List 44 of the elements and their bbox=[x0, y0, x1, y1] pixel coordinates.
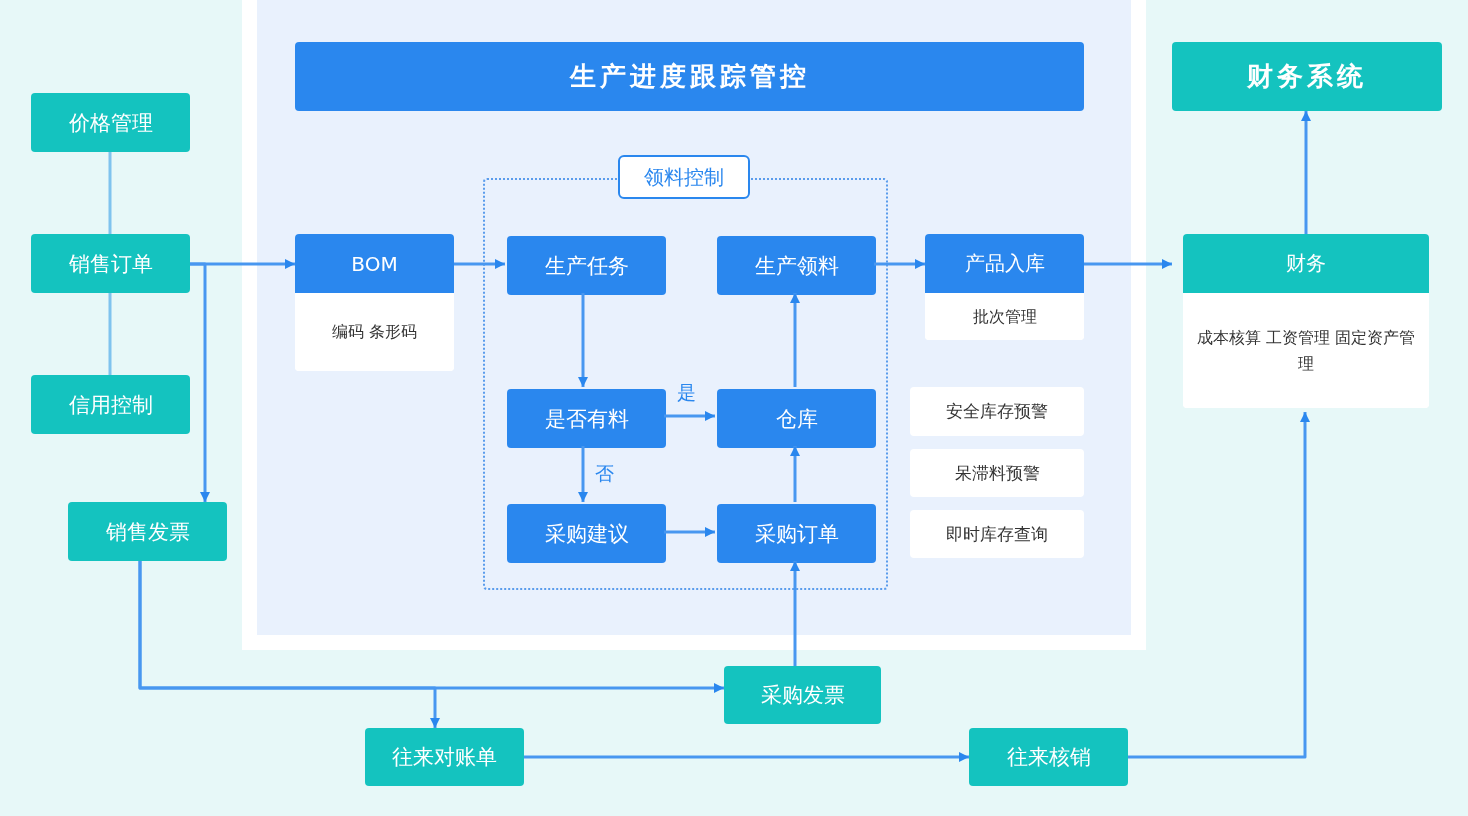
title-bar: 财务系统 bbox=[1172, 42, 1442, 111]
process-box: 往来对账单 bbox=[365, 728, 524, 786]
process-card bbox=[295, 234, 454, 371]
process-card bbox=[925, 234, 1084, 340]
connector-line bbox=[108, 152, 112, 234]
arrow bbox=[664, 411, 715, 421]
arrow bbox=[1301, 111, 1311, 234]
edge-label: 否 bbox=[593, 462, 616, 484]
arrow bbox=[874, 259, 925, 269]
arrow bbox=[578, 446, 588, 502]
arrow bbox=[790, 561, 800, 666]
process-box: 生产领料 bbox=[717, 236, 876, 295]
card-header: 产品入库 bbox=[925, 234, 1084, 293]
process-box: 信用控制 bbox=[31, 375, 190, 434]
arrow bbox=[1084, 259, 1172, 269]
process-box: 销售订单 bbox=[31, 234, 190, 293]
arrow bbox=[790, 446, 800, 502]
process-box: 采购建议 bbox=[507, 504, 666, 563]
arrow bbox=[190, 262, 210, 502]
arrow bbox=[454, 259, 505, 269]
arrow bbox=[1128, 412, 1310, 759]
connector-line bbox=[108, 293, 112, 375]
process-box: 采购订单 bbox=[717, 504, 876, 563]
process-box: 生产任务 bbox=[507, 236, 666, 295]
group-title: 领料控制 bbox=[618, 155, 750, 199]
info-box: 安全库存预警 bbox=[910, 387, 1084, 436]
process-card bbox=[1183, 234, 1429, 408]
card-header: 财务 bbox=[1183, 234, 1429, 293]
process-box: 采购发票 bbox=[724, 666, 881, 724]
arrow bbox=[790, 293, 800, 387]
process-box: 销售发票 bbox=[68, 502, 227, 561]
arrow bbox=[138, 561, 440, 728]
process-box: 价格管理 bbox=[31, 93, 190, 152]
edge-label: 是 bbox=[675, 381, 698, 403]
arrow bbox=[664, 527, 715, 537]
process-box: 往来核销 bbox=[969, 728, 1128, 786]
arrow bbox=[578, 293, 588, 387]
title-bar: 生产进度跟踪管控 bbox=[295, 42, 1084, 111]
arrow bbox=[524, 752, 969, 762]
info-box: 呆滞料预警 bbox=[910, 449, 1084, 497]
process-box: 是否有料 bbox=[507, 389, 666, 448]
process-box: 仓库 bbox=[717, 389, 876, 448]
card-header: BOM bbox=[295, 234, 454, 293]
info-box: 即时库存查询 bbox=[910, 510, 1084, 558]
